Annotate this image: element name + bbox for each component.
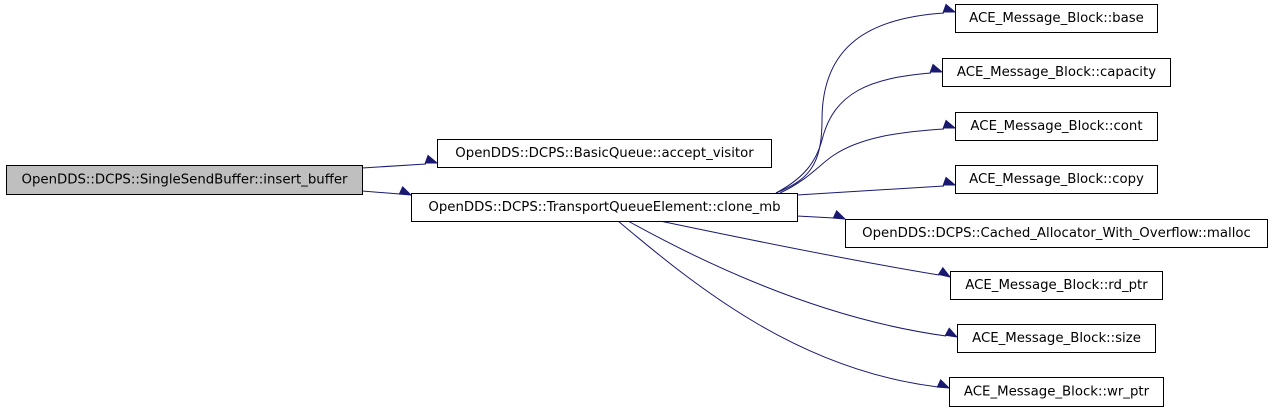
node-label: ACE_Message_Block::wr_ptr <box>964 385 1150 400</box>
nodes-layer: OpenDDS::DCPS::SingleSendBuffer::insert_… <box>6 4 1268 407</box>
node-label: ACE_Message_Block::size <box>972 331 1141 346</box>
node-malloc[interactable]: OpenDDS::DCPS::Cached_Allocator_With_Ove… <box>845 219 1268 248</box>
edge-line <box>361 163 427 169</box>
arrowhead <box>936 378 951 389</box>
edge-clone_mb-to-capacity <box>775 63 944 194</box>
node-box[interactable] <box>955 165 1158 194</box>
node-insert_buffer[interactable]: OpenDDS::DCPS::SingleSendBuffer::insert_… <box>6 165 363 195</box>
edge-insert_buffer-to-clone_mb <box>361 185 413 196</box>
arrowhead <box>937 266 952 278</box>
node-label: OpenDDS::DCPS::TransportQueueElement::cl… <box>428 200 780 215</box>
node-copy[interactable]: ACE_Message_Block::copy <box>955 165 1158 194</box>
arrowhead <box>942 176 957 186</box>
arrowhead <box>929 63 944 73</box>
edge-clone_mb-to-wr_ptr <box>617 220 951 389</box>
edges-layer <box>361 3 959 389</box>
arrowhead <box>942 3 957 13</box>
node-label: ACE_Message_Block::copy <box>969 172 1144 187</box>
node-label: ACE_Message_Block::cont <box>970 119 1142 134</box>
edge-line <box>627 220 947 337</box>
node-box[interactable] <box>955 112 1158 141</box>
edge-clone_mb-to-malloc <box>796 209 847 220</box>
node-box[interactable] <box>957 324 1156 353</box>
edge-clone_mb-to-cont <box>779 119 957 194</box>
edge-line <box>659 220 940 276</box>
arrowhead <box>832 209 847 220</box>
arrowhead <box>398 185 413 196</box>
node-capacity[interactable]: ACE_Message_Block::capacity <box>942 58 1171 87</box>
arrowhead <box>424 154 439 164</box>
arrowhead <box>944 327 959 338</box>
node-label: OpenDDS::DCPS::BasicQueue::accept_visito… <box>455 146 754 161</box>
edge-insert_buffer-to-accept_visitor <box>361 154 439 169</box>
edge-line <box>617 220 939 388</box>
edge-clone_mb-to-copy <box>796 176 957 196</box>
edge-line <box>775 12 945 194</box>
edge-clone_mb-to-rd_ptr <box>659 220 952 278</box>
edge-line <box>796 185 945 196</box>
arrowhead <box>942 119 957 129</box>
node-accept_visitor[interactable]: OpenDDS::DCPS::BasicQueue::accept_visito… <box>437 139 772 168</box>
node-box[interactable] <box>411 193 798 222</box>
node-box[interactable] <box>949 377 1164 407</box>
node-rd_ptr[interactable]: ACE_Message_Block::rd_ptr <box>950 271 1163 300</box>
node-cont[interactable]: ACE_Message_Block::cont <box>955 112 1158 141</box>
edge-clone_mb-to-base <box>775 3 957 194</box>
edge-line <box>775 72 932 194</box>
node-box[interactable] <box>437 139 772 168</box>
node-label: ACE_Message_Block::base <box>969 11 1144 26</box>
node-size[interactable]: ACE_Message_Block::size <box>957 324 1156 353</box>
node-label: OpenDDS::DCPS::SingleSendBuffer::insert_… <box>21 173 348 188</box>
node-label: ACE_Message_Block::capacity <box>957 65 1156 80</box>
edge-line <box>361 190 401 195</box>
node-box[interactable] <box>6 165 363 195</box>
edge-line <box>796 215 835 219</box>
node-clone_mb[interactable]: OpenDDS::DCPS::TransportQueueElement::cl… <box>411 193 798 222</box>
node-box[interactable] <box>845 219 1268 248</box>
node-wr_ptr[interactable]: ACE_Message_Block::wr_ptr <box>949 377 1164 407</box>
node-label: ACE_Message_Block::rd_ptr <box>965 278 1148 293</box>
edge-line <box>779 128 945 194</box>
edge-clone_mb-to-size <box>627 220 959 338</box>
node-box[interactable] <box>950 271 1163 300</box>
node-box[interactable] <box>942 58 1171 87</box>
node-base[interactable]: ACE_Message_Block::base <box>955 4 1158 33</box>
node-label: OpenDDS::DCPS::Cached_Allocator_With_Ove… <box>862 226 1251 241</box>
node-box[interactable] <box>955 4 1158 33</box>
